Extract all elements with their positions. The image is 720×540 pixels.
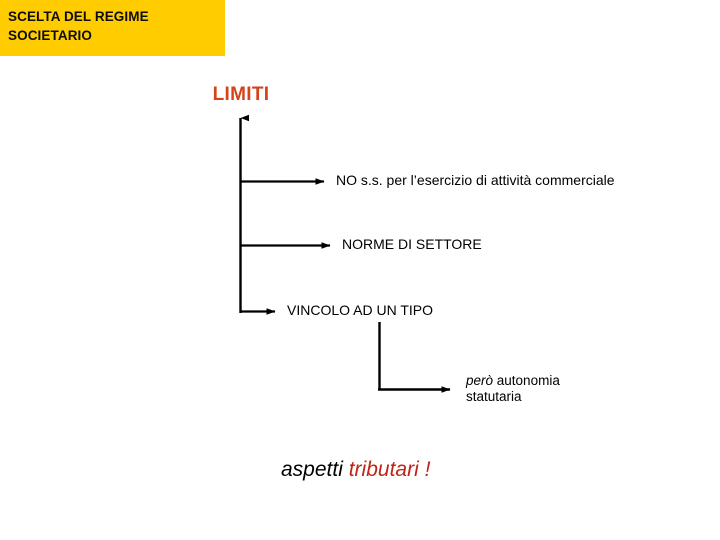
note-autonomia-line-2: statutaria — [466, 389, 522, 404]
footer-note-black: aspetti — [281, 458, 349, 481]
branch-label-1: NO s.s. per l’esercizio di attività comm… — [336, 172, 615, 188]
note-rest: autonomia — [493, 373, 560, 388]
branch-label-3: VINCOLO AD UN TIPO — [287, 302, 433, 318]
title-line-1: SCELTA DEL REGIME — [8, 9, 149, 24]
title-line-2: SOCIETARIO — [8, 28, 93, 43]
footer-note-aspetti-tributari: aspetti tributari ! — [281, 458, 430, 482]
note-emphasis: però — [466, 373, 494, 388]
branch-label-2: NORME DI SETTORE — [342, 236, 482, 252]
footer-note-red: tributari ! — [348, 458, 431, 481]
note-autonomia-line-1: però autonomia — [466, 373, 560, 389]
title-banner: SCELTA DEL REGIME SOCIETARIO — [0, 0, 225, 56]
page-title-limiti: LIMITI — [212, 84, 270, 105]
note-autonomia-statutaria: però autonomia statutaria — [466, 373, 560, 405]
